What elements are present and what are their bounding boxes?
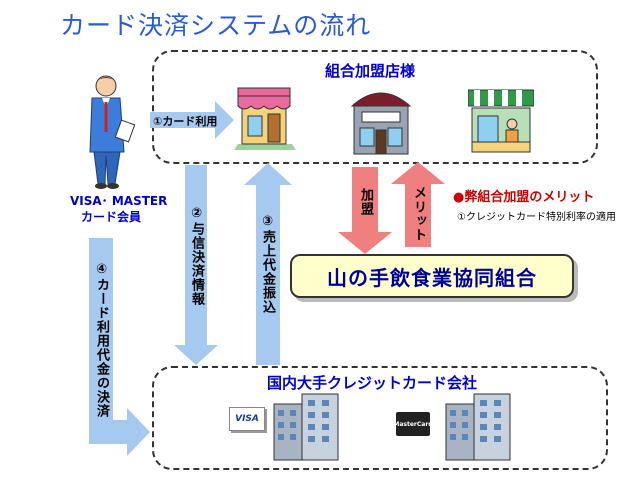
card-member-label: VISA･ MASTER カード会員 [70, 193, 168, 225]
member-stores-box [152, 50, 598, 164]
step-payment-transfer-label: ③売上代金振込 [260, 214, 275, 314]
arrow-join [338, 167, 392, 254]
page-title: カード決済システムの流れ [60, 11, 372, 40]
merit-label: メリット [411, 186, 426, 242]
businessman-icon [89, 75, 136, 189]
card-company-box [152, 366, 608, 470]
arrow-card-use [150, 101, 234, 139]
step-credit-info-label: ②与信決済情報 [189, 206, 204, 306]
step-card-settlement-label: ④カード利用代金の決済 [94, 262, 109, 418]
arrow-credit-info [174, 165, 218, 365]
mastercard-icon: MasterCard [393, 412, 433, 436]
merit-item-1: ①クレジットカード特別利率の適用 [457, 212, 616, 223]
cooperative-box: 山の手飲食業協同組合 [290, 254, 574, 298]
merit-panel-title: ●弊組合加盟のメリット [453, 190, 595, 205]
mastercard-text: MasterCard [393, 420, 433, 428]
card-member-line2: カード会員 [80, 210, 141, 224]
join-label: 加盟 [358, 188, 373, 216]
arrow-merit [391, 162, 445, 247]
member-stores-label: 組合加盟店様 [325, 62, 416, 80]
step-card-use-label: ①カード利用 [153, 115, 218, 128]
arrow-payment-transfer [244, 163, 292, 365]
visa-card-icon: VISA [229, 407, 265, 431]
card-member-line1: VISA･ MASTER [70, 194, 168, 208]
office-tower-icon [273, 393, 339, 461]
store-icon [234, 87, 296, 150]
market-stall-icon [468, 89, 534, 153]
office-tower-icon [445, 393, 511, 461]
arrow-card-settlement [89, 238, 150, 456]
card-company-label: 国内大手クレジットカード会社 [267, 374, 478, 392]
building-icon [350, 92, 412, 155]
visa-card-text: VISA [235, 414, 259, 424]
